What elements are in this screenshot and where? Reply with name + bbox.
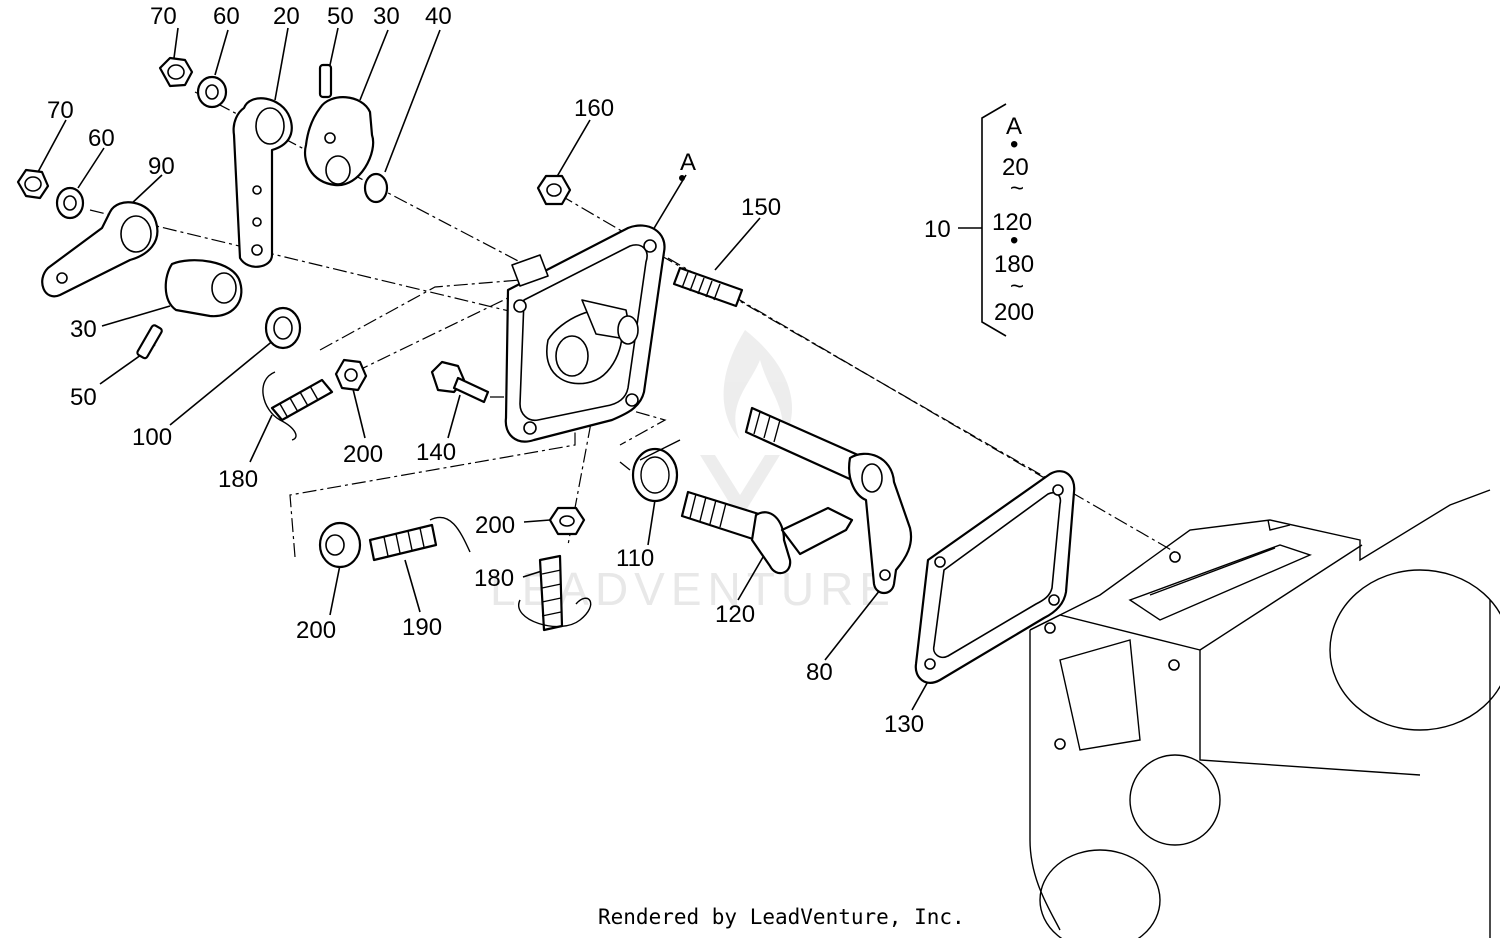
washer-60-lower	[55, 186, 85, 220]
washer-60-upper	[196, 75, 228, 109]
callout-70: 70	[47, 97, 74, 124]
callout-20: 20	[273, 3, 300, 30]
nut-160	[536, 174, 572, 206]
assembly-tilde: ~	[1010, 273, 1024, 300]
callout-180: 180	[474, 565, 514, 592]
nut-70-lower	[16, 168, 50, 200]
callout-150: 150	[741, 194, 781, 221]
callout-30: 30	[70, 316, 97, 343]
assembly-dot: •	[1010, 227, 1018, 254]
callout-40: 40	[425, 3, 452, 30]
callout-labels: 70 60 20 50 30 40 70 60 90 30 50 100 180…	[47, 3, 924, 738]
callout-200: 200	[475, 512, 515, 539]
screw-180-b	[518, 554, 592, 632]
ring-40	[363, 172, 389, 204]
assembly-line-200: 200	[994, 299, 1034, 326]
callout-70: 70	[150, 3, 177, 30]
assembly-line-a: A	[1006, 113, 1022, 140]
bearing-100	[264, 306, 302, 350]
watermark-v-icon	[700, 455, 780, 520]
callout-90: 90	[148, 153, 175, 180]
callout-110: 110	[616, 545, 654, 572]
nut-200-b	[548, 506, 586, 536]
callout-60: 60	[88, 125, 115, 152]
callout-200: 200	[296, 617, 336, 644]
assembly-tilde: ~	[1010, 175, 1024, 202]
callout-60: 60	[213, 3, 240, 30]
pin-50-upper	[318, 63, 333, 99]
assembly-line-180: 180	[994, 251, 1034, 278]
callout-50: 50	[327, 3, 354, 30]
callout-a: A	[680, 149, 696, 176]
callout-120: 120	[715, 601, 755, 628]
lever-90	[41, 201, 159, 298]
screw-190	[368, 516, 471, 562]
callout-140: 140	[416, 439, 456, 466]
assembly-dot: •	[1010, 131, 1018, 158]
callout-50: 50	[70, 384, 97, 411]
bolt-140	[430, 360, 490, 404]
cam-30-lower	[164, 259, 243, 318]
callout-30: 30	[373, 3, 400, 30]
gasket-130	[914, 470, 1076, 684]
callout-190: 190	[402, 614, 442, 641]
stud-150	[672, 266, 744, 308]
governor-cover	[504, 224, 666, 443]
credit-text: Rendered by LeadVenture, Inc.	[598, 905, 965, 929]
assembly-key: 10 A • 20 ~ 120 • 180 ~ 200	[924, 103, 1034, 337]
point-a-marker	[679, 175, 685, 181]
callout-130: 130	[884, 711, 924, 738]
leader-lines	[37, 27, 941, 711]
washer-200-c	[318, 521, 362, 569]
callout-100: 100	[132, 424, 172, 451]
callout-200: 200	[343, 441, 383, 468]
lever-20	[232, 97, 293, 268]
cam-30-upper	[304, 96, 375, 187]
pin-50-lower	[136, 324, 163, 360]
nut-70-upper	[158, 56, 194, 88]
callout-160: 160	[574, 95, 614, 122]
engine-block	[1029, 489, 1500, 938]
shaft-80	[744, 406, 913, 595]
callout-180: 180	[218, 466, 258, 493]
assembly-line-20: 20	[1002, 154, 1029, 181]
screw-180-a	[262, 371, 334, 441]
assembly-line-120: 120	[992, 209, 1032, 236]
callout-80: 80	[806, 659, 833, 686]
watermark-flame-icon	[723, 330, 793, 445]
shaft-120	[680, 490, 854, 575]
spring-110	[619, 439, 681, 503]
assembly-ref: 10	[924, 216, 951, 243]
nut-200-a	[334, 358, 368, 392]
